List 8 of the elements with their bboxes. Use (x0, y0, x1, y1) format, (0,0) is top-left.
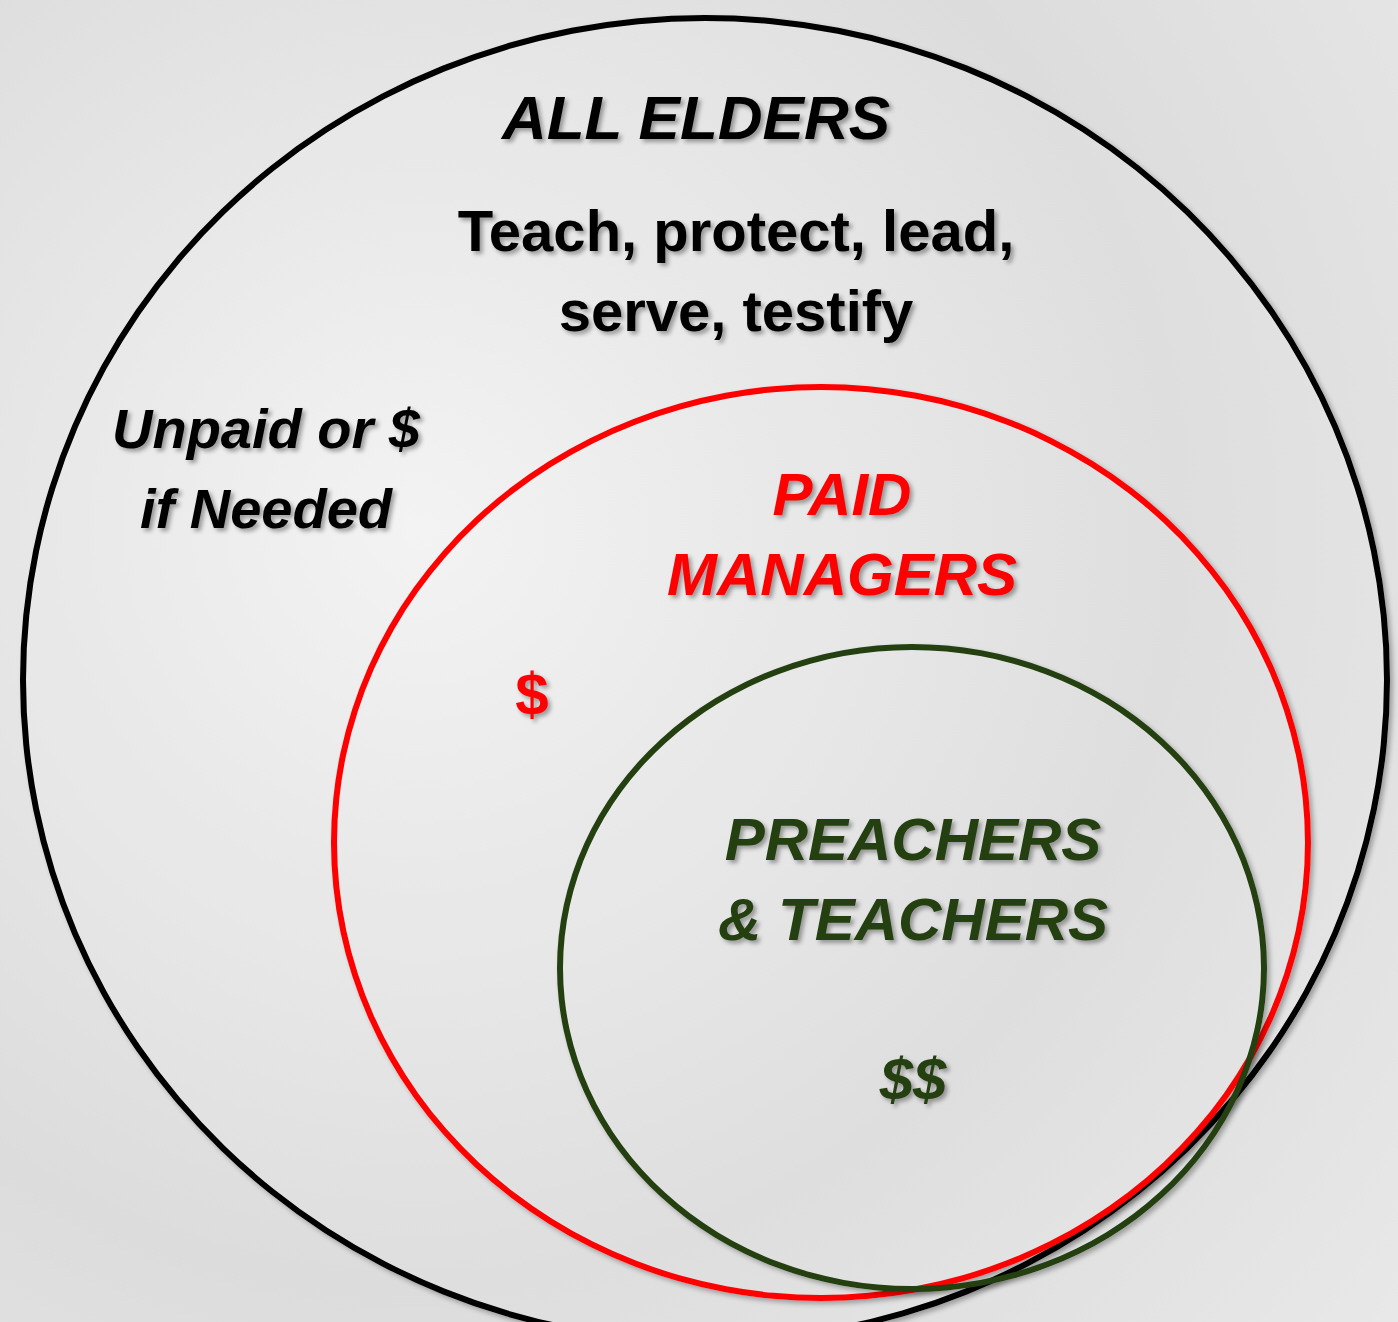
inner-circle (557, 644, 1267, 1292)
circle-note: Unpaid or $ if Needed (111, 396, 422, 542)
circle-title: PREACHERS & TEACHERS (717, 805, 1109, 955)
circle-description: Teach, protect, lead, serve, testify (456, 197, 1016, 345)
circle-title: ALL ELDERS (500, 83, 892, 153)
money-sign: $ (514, 660, 550, 730)
circle-title: PAID MANAGERS (666, 460, 1018, 610)
money-sign: $$ (878, 1045, 948, 1115)
